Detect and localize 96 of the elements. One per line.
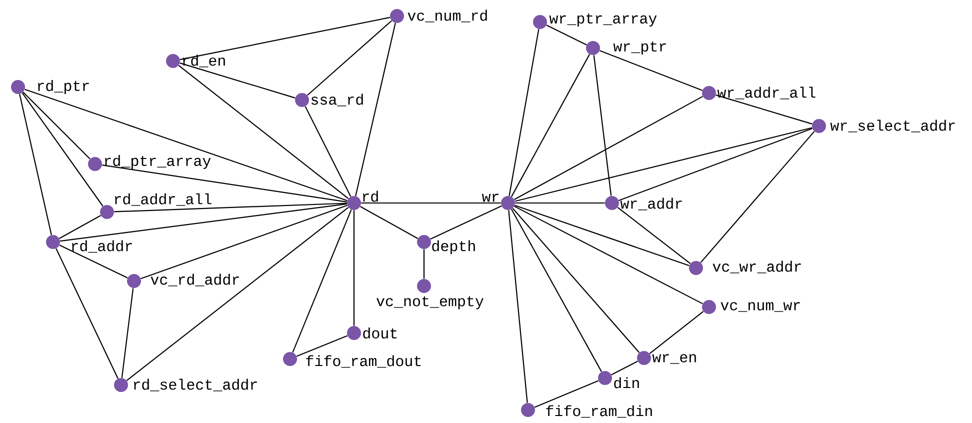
edge-line <box>22 92 104 206</box>
node-label: wr_select_addr <box>830 120 955 132</box>
node-label: rd_ptr_array <box>104 155 211 169</box>
graph-node <box>702 300 716 314</box>
node-label: ssa_rd <box>311 94 363 106</box>
node-label: depth <box>432 240 475 254</box>
graph-node <box>689 261 703 275</box>
graph-node <box>347 326 361 340</box>
node-label: din <box>614 377 639 388</box>
graph-node <box>11 80 26 94</box>
graph-node <box>417 279 431 293</box>
edge-line <box>514 206 703 304</box>
graph-node <box>598 371 612 385</box>
edge-line <box>514 204 690 266</box>
edge-line <box>430 206 502 240</box>
node-label: wr <box>482 194 498 202</box>
edge-line <box>510 54 590 197</box>
graph-node <box>100 205 114 219</box>
node-label: vc_rd_addr <box>150 274 239 286</box>
edge-line <box>296 335 348 357</box>
edge-line <box>353 210 355 326</box>
graph-node <box>586 41 600 55</box>
node-label: vc_wr_addr <box>712 260 801 274</box>
node-label: rd_addr_all <box>114 193 212 206</box>
graph-node <box>521 403 535 417</box>
edge-line <box>618 128 812 201</box>
graph-node <box>501 196 515 210</box>
edge-line <box>534 380 599 408</box>
edge-line <box>361 202 501 204</box>
edge-line <box>178 65 349 199</box>
edge-line <box>514 127 812 202</box>
edge-line <box>716 94 812 124</box>
node-label: wr_ptr_array <box>549 13 657 27</box>
edge-line <box>60 203 347 242</box>
node-label: wr_ptr <box>613 41 666 55</box>
edge-line <box>292 209 352 353</box>
node-label: vc_not_empty <box>376 296 484 310</box>
edge-line <box>617 206 691 264</box>
node-label: fifo_ram_din <box>546 405 652 418</box>
edge-line <box>102 164 347 202</box>
node-label: wr_addr_all <box>717 86 816 100</box>
graph-node <box>347 196 361 210</box>
edge-line <box>511 209 602 372</box>
edge-line <box>19 94 52 236</box>
edge-line <box>508 29 540 196</box>
edge-line <box>355 22 396 196</box>
edge-line <box>114 202 347 212</box>
edge-line <box>508 210 528 403</box>
graph-node <box>637 351 651 365</box>
node-label: fifo_ram_dout <box>306 355 421 368</box>
edge-line <box>140 204 348 280</box>
edge-line <box>121 288 134 378</box>
node-label: rd_select_addr <box>134 378 257 392</box>
edge-line <box>360 206 418 239</box>
graph-node <box>605 196 619 210</box>
edge-line <box>24 88 348 202</box>
graph-node <box>283 352 297 366</box>
node-label: wr_addr <box>620 198 682 210</box>
edge-line <box>56 248 118 379</box>
graph-node <box>533 15 547 29</box>
edge-line <box>180 62 296 98</box>
node-label: rd_ptr <box>38 80 89 94</box>
node-label: dout <box>363 327 397 339</box>
edge-line <box>546 24 587 46</box>
node-label: vc_num_rd <box>408 10 487 22</box>
edge-line <box>515 202 605 204</box>
graph-node <box>166 54 180 68</box>
edge-line <box>180 16 390 60</box>
node-label: rd_addr <box>72 240 132 253</box>
edge-line <box>512 208 640 353</box>
node-label: vc_num_wr <box>720 302 800 312</box>
graph-node <box>46 235 60 249</box>
node-label: wr_en <box>652 354 696 364</box>
edge-line <box>307 20 392 96</box>
graph-node <box>417 235 431 249</box>
edge-line <box>304 106 352 197</box>
edge-line <box>126 207 349 381</box>
edge-line <box>59 244 128 278</box>
edge-line <box>423 249 425 279</box>
edge-line <box>593 55 612 196</box>
edge-line <box>600 50 702 91</box>
edge-line <box>22 92 90 160</box>
node-label: rd <box>362 190 378 202</box>
graph-node <box>295 93 309 107</box>
graph-node <box>702 86 716 100</box>
edge-line <box>611 360 638 376</box>
graph-node <box>127 274 142 288</box>
graph-node <box>114 378 128 392</box>
graph-node <box>88 157 102 171</box>
node-label: rd_en <box>182 54 225 68</box>
edge-line <box>514 96 703 200</box>
graph-node <box>390 9 404 23</box>
edge-line <box>700 131 815 263</box>
edge-line <box>59 215 101 239</box>
graph-node <box>812 119 826 133</box>
edge-line <box>649 311 704 354</box>
